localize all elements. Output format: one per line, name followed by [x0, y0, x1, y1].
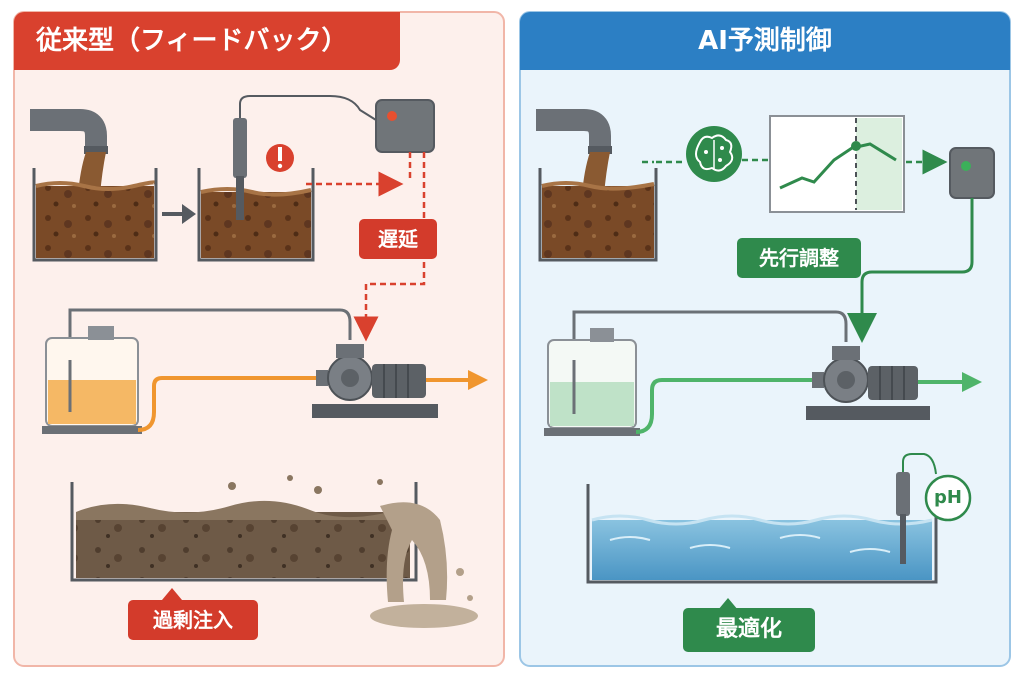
probe-icon: [233, 95, 377, 220]
ai-brain-icon: [686, 126, 742, 182]
ahead-adjust-tag: 先行調整: [737, 238, 861, 278]
overflow-basin-icon: [70, 475, 478, 628]
right-panel-title: AI予測制御: [520, 12, 1010, 70]
output-arrow-head: [962, 372, 982, 392]
tank-icon: [538, 168, 658, 262]
delay-tag: 遅延: [359, 219, 437, 259]
warning-icon: [266, 144, 294, 172]
ph-sensor-icon: [896, 453, 972, 564]
tank-icon: [32, 168, 158, 262]
optimized-tag: 最適化: [683, 608, 815, 652]
controller-icon: [949, 147, 995, 199]
chemical-tank-icon: [42, 308, 352, 434]
over-injection-tag: 過剰注入: [128, 600, 258, 640]
chemical-tank-icon: [544, 310, 848, 436]
control-signal-line: [847, 198, 974, 343]
pump-icon: [312, 344, 438, 418]
forecast-chart-icon: [769, 115, 905, 213]
flow-arrow: [162, 204, 196, 224]
callout-pointer: [162, 588, 182, 600]
pipe-icon: [30, 109, 108, 154]
output-arrow-head: [468, 370, 488, 390]
tank-icon: [197, 168, 315, 262]
controller-icon: [375, 99, 435, 153]
clear-water-basin-icon: [586, 484, 938, 584]
delayed-signal-line: [353, 152, 426, 342]
pipe-icon: [536, 109, 612, 154]
left-panel-title: 従来型（フィードバック）: [14, 12, 400, 70]
callout-pointer: [718, 598, 738, 610]
dosing-line: [137, 376, 316, 432]
dosing-line: [635, 378, 812, 434]
pump-icon: [806, 346, 930, 420]
ph-label: pH: [934, 487, 962, 508]
